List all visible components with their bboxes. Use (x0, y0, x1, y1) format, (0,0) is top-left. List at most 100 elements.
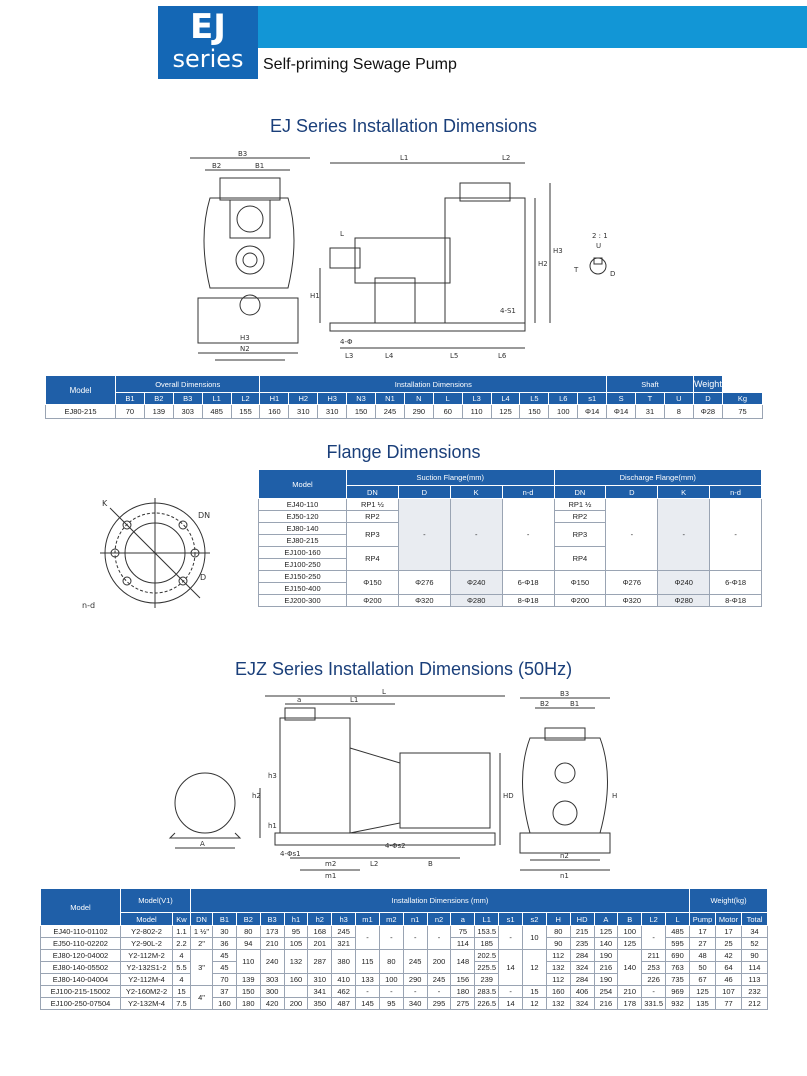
cell: 156 (450, 973, 476, 986)
cell: 133 (355, 973, 380, 986)
col-b1: B1 (212, 912, 237, 926)
cell: 190 (593, 973, 619, 986)
cell: 200 (283, 997, 309, 1010)
cell: 240 (259, 949, 285, 974)
col-h3: h3 (331, 912, 357, 926)
cell: Φ200 (346, 594, 399, 607)
label-dn: DN (198, 511, 210, 520)
cell: Φ200 (553, 594, 607, 607)
cell: 215 (569, 925, 595, 938)
header-bar (258, 6, 807, 48)
cell: - (605, 498, 659, 571)
cell (283, 985, 309, 998)
cell: - (498, 985, 523, 998)
model-cell: EJ40-110 (258, 498, 347, 511)
cell: 25 (715, 937, 742, 950)
cell: 160 (212, 997, 237, 1010)
cell: - (355, 925, 380, 950)
series-logo: EJ series (158, 6, 258, 79)
cell: 324 (569, 997, 595, 1010)
label-4s1: 4-Φs1 (280, 850, 301, 858)
col-l: L (665, 912, 690, 926)
cell: - (402, 925, 428, 950)
col-d: D (397, 485, 451, 499)
cell: 110 (461, 404, 492, 419)
cell: RP3 (346, 522, 399, 547)
col-n: N (403, 392, 434, 405)
cell: 173 (259, 925, 285, 938)
col-motor: Motor (715, 912, 742, 926)
header-subtitle: Self-priming Sewage Pump (263, 56, 457, 73)
table-row: EJ150-250 Φ150 Φ276 Φ240 6-Φ18 Φ150 Φ276… (258, 570, 762, 595)
col-b2: B2 (235, 912, 261, 926)
cell: 690 (665, 949, 690, 962)
cell: 485 (665, 925, 690, 938)
cell: 735 (665, 973, 690, 986)
column-header-row: B1 B2 B3 L1 L2 H1 H2 H3 N3 N1 N L L3 L4 … (46, 392, 763, 405)
cell: 275 (450, 997, 476, 1010)
cell: 310 (307, 973, 333, 986)
cell: 321 (331, 937, 357, 950)
col-n-d: n-d (709, 485, 762, 499)
cell: 90 (741, 949, 768, 962)
col-t: T (635, 392, 665, 405)
cell: - (498, 925, 523, 950)
cell: 487 (331, 997, 357, 1010)
label-b1: B1 (570, 700, 579, 708)
label-l3: L3 (345, 352, 353, 360)
cell: 110 (235, 949, 261, 974)
model-cell: EJ150-250 (258, 570, 347, 583)
cell: RP4 (553, 546, 607, 571)
label-4phi: 4-Φ (340, 338, 353, 346)
col-model: Model (120, 912, 173, 926)
cell: 420 (259, 997, 285, 1010)
cell: 14 (498, 949, 523, 986)
cell: 15 (171, 985, 192, 998)
cell: Φ276 (605, 570, 659, 595)
cell: 225.5 (474, 961, 500, 974)
label-d: D (200, 573, 206, 582)
cell: 1.1 (171, 925, 192, 938)
col-b3: B3 (172, 392, 203, 405)
label-m1: m1 (325, 872, 336, 880)
label-n1: N2 (240, 345, 250, 353)
section1-title: EJ Series Installation Dimensions (269, 116, 538, 136)
label-b3: B3 (560, 690, 569, 698)
col-l5: L5 (519, 392, 550, 405)
cell: RP1 ½ (553, 498, 607, 511)
col-b3: B3 (259, 912, 285, 926)
cell: - (449, 498, 503, 571)
cell: 185 (474, 937, 500, 950)
cell: 125 (490, 404, 521, 419)
model-cell: EJ150-400 (258, 582, 347, 595)
cell: 10 (521, 925, 547, 950)
cell: - (426, 925, 452, 950)
cell: RP2 (346, 510, 399, 523)
cell: 46 (715, 973, 742, 986)
cell: 70 (115, 404, 145, 419)
cell: 8-Φ18 (501, 594, 555, 607)
label-h2: h2 (252, 792, 261, 800)
cell: 48 (689, 949, 716, 962)
cell: 2" (190, 937, 214, 950)
shaft-detail (589, 257, 607, 275)
cell: 7.5 (171, 997, 192, 1010)
label-t: T (573, 266, 579, 274)
cell: 17 (689, 925, 716, 938)
front-view (190, 157, 310, 361)
col-dn: DN (553, 485, 607, 499)
cell: - (397, 498, 451, 571)
cell: 50 (689, 961, 716, 974)
label-h1: h1 (268, 822, 277, 830)
cell: 90 (545, 937, 571, 950)
cell: 14 (498, 997, 523, 1010)
col-s1: s1 (498, 912, 523, 926)
cell: 42 (715, 949, 742, 962)
cell: 17 (715, 925, 742, 938)
cell: 155 (230, 404, 261, 419)
label-l2: L2 (370, 860, 378, 868)
cell: Φ280 (657, 594, 711, 607)
